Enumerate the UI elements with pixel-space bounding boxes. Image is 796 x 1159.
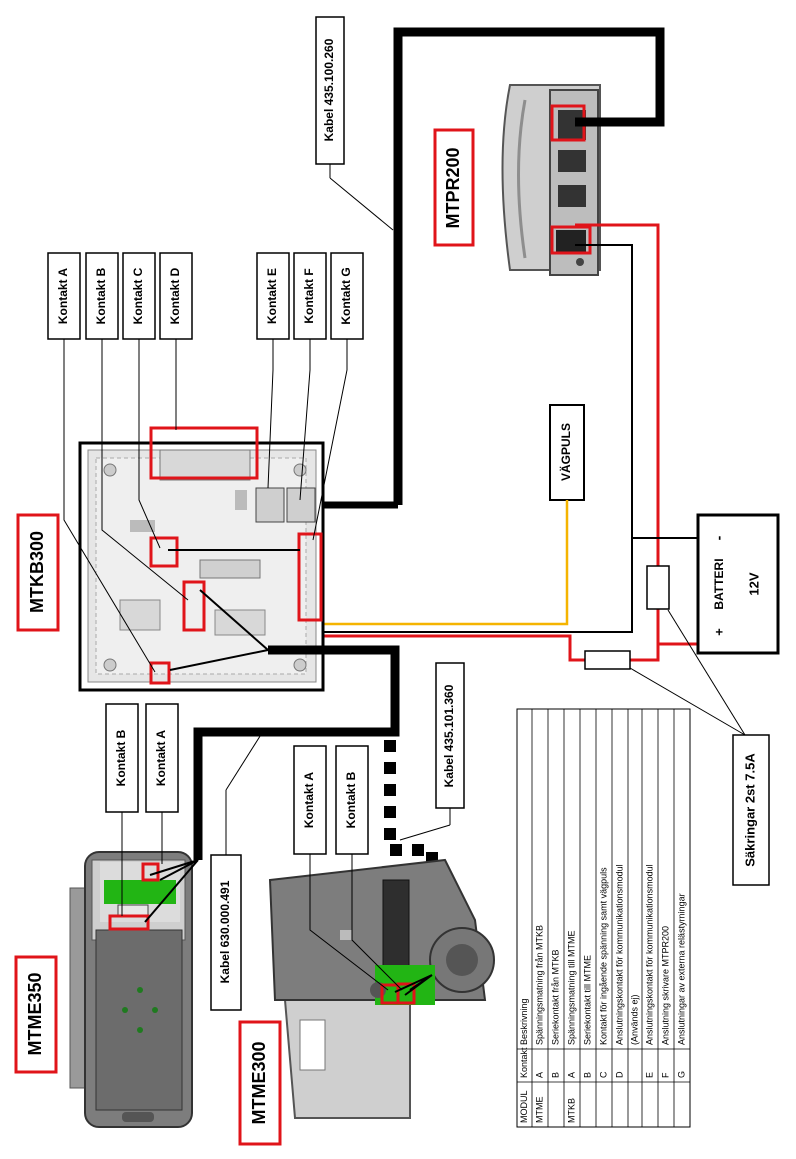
me300-contact-b-box <box>335 745 369 855</box>
red-power-wire <box>268 223 660 662</box>
table-cell: G <box>676 1071 686 1078</box>
table-cell: MTKB <box>566 1098 576 1123</box>
table-header-cell: MODUL <box>519 1090 529 1123</box>
kb-contact-b-highlight <box>182 580 206 632</box>
kb-contact-label-a: Kontakt A <box>56 268 70 325</box>
mtme300-label-box <box>238 1020 282 1146</box>
mtme300-label: MTME300 <box>249 1041 269 1124</box>
kb-contact-label-b: Kontakt B <box>94 267 108 324</box>
mtpr200-label-box <box>433 128 475 247</box>
vagpuls-label: VÄGPULS <box>558 423 573 481</box>
table-cell: B <box>582 1072 592 1078</box>
fuse-2 <box>584 650 631 670</box>
mtpr200-device <box>501 84 601 276</box>
me300-contact-label-a: Kontakt A <box>302 772 316 829</box>
me300-contact-label-b: Kontakt B <box>344 771 358 828</box>
fuse-leader-1 <box>667 609 746 736</box>
table-cell: B <box>550 1072 560 1078</box>
mtkb300-board <box>78 441 325 692</box>
kb-contact-g-highlight <box>297 532 323 622</box>
kb-contact-d-highlight <box>149 426 259 480</box>
fuses-label-box <box>732 734 770 886</box>
mtpr200-label: MTPR200 <box>443 147 463 228</box>
fuse-leader-2 <box>629 667 746 736</box>
cable-1-label: Kabel 435.100.260 <box>322 38 336 141</box>
table-header-cell: Beskrivning <box>519 998 529 1045</box>
table-cell: Seriekontakt till MTME <box>582 955 592 1045</box>
cable-630-000-491 <box>193 645 400 860</box>
table-cell: Spänningsmatning till MTME <box>566 930 576 1045</box>
kb-contact-labels: Kontakt A Kontakt B Kontakt C Kontakt D … <box>47 252 364 340</box>
cable-1-leader <box>329 177 394 231</box>
table-cell: Anslutningar av externa relästyrningar <box>676 893 686 1045</box>
cable-3-label: Kabel 630.000.491 <box>218 880 232 983</box>
cable-2-leader <box>399 824 451 841</box>
mtme350-device <box>69 851 193 1128</box>
table-cell: C <box>598 1071 608 1078</box>
table-cell: Anslutningskontakt för kommunikationsmod… <box>614 864 624 1045</box>
kb-contact-label-d: Kontakt D <box>168 267 182 324</box>
cable-3-leader <box>225 732 263 791</box>
me350-contact-label-b: Kontakt B <box>114 729 128 786</box>
kb-contact-label-g: Kontakt G <box>339 267 353 324</box>
mtme350-label: MTME350 <box>25 972 45 1055</box>
table-cell: A <box>566 1072 576 1078</box>
cable-435-101-360 <box>384 740 438 975</box>
table-cell: Anslutning skrivare MTPR200 <box>660 926 670 1045</box>
table-cell: A <box>534 1072 544 1078</box>
battery-label: BATTERI <box>712 558 726 609</box>
table-cell: Anslutningskontakt för kommunikationsmod… <box>644 864 654 1045</box>
mtkb300-label-box <box>16 513 60 632</box>
table-cell: MTME <box>534 1097 544 1124</box>
mtpr200-power-highlight <box>550 225 592 255</box>
table-cell: Seriekontakt från MTKB <box>550 949 560 1045</box>
fuse-1 <box>646 565 670 610</box>
table-cell: Kontakt för ingående spänning samt vägpu… <box>598 867 608 1045</box>
cable-2-label: Kabel 435.101.360 <box>442 684 456 787</box>
kb-contact-c-highlight <box>149 536 179 568</box>
me300-contact-b-highlight <box>396 982 416 1005</box>
battery-box <box>696 513 780 655</box>
kb-contact-label-e: Kontakt E <box>265 268 279 324</box>
battery-minus: - <box>711 535 727 540</box>
fuses-label: Säkringar 2st 7.5A <box>742 753 757 867</box>
me350-contact-label-a: Kontakt A <box>154 730 168 787</box>
kb-contact-leaders <box>63 339 348 673</box>
black-ground-wire <box>275 244 633 633</box>
kb-contact-label-f: Kontakt F <box>302 268 316 323</box>
kb-contact-label-c: Kontakt C <box>131 267 145 324</box>
table-header-cell: Kontakt <box>519 1047 529 1078</box>
table-cell: (Används ej) <box>629 994 639 1045</box>
mtme350-label-box <box>14 955 58 1074</box>
vagpuls-label-box <box>549 404 585 501</box>
battery-voltage: 12V <box>746 572 761 595</box>
battery-plus: + <box>711 628 726 636</box>
table-cell: E <box>644 1072 654 1078</box>
mtkb300-label: MTKB300 <box>27 531 47 613</box>
table-cell: D <box>614 1071 624 1078</box>
kb-contact-a-highlight <box>149 661 171 685</box>
me350-contact-b-highlight <box>108 914 150 931</box>
table-cell: F <box>660 1072 670 1078</box>
table-cell: Spänningsmatning från MTKB <box>534 925 544 1045</box>
cable-435-100-260 <box>393 27 665 505</box>
